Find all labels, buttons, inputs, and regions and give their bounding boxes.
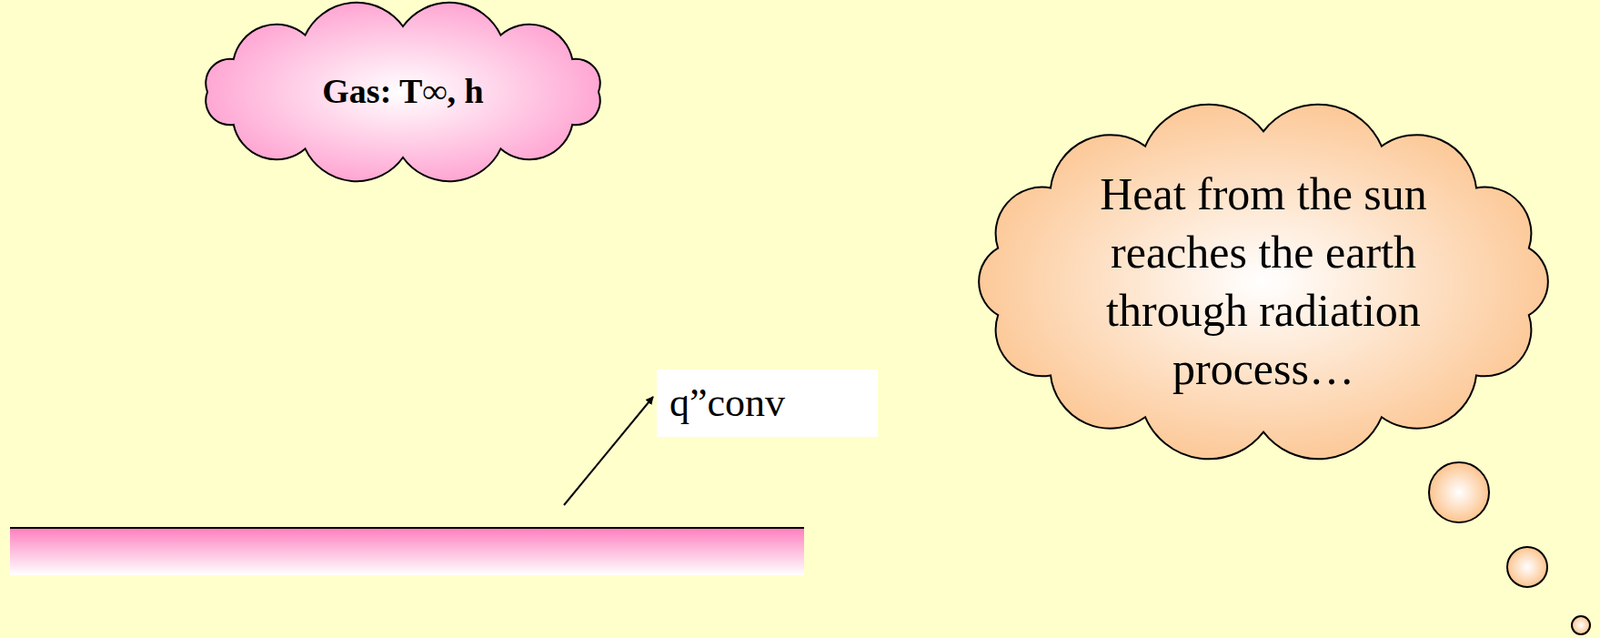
thought-bubble	[1571, 615, 1590, 634]
thought-bubble	[1428, 462, 1490, 523]
node-text: q”conv	[669, 379, 785, 428]
cloud-outline	[205, 2, 601, 182]
thought-bubble	[1507, 546, 1548, 587]
cloud-outline	[978, 104, 1549, 460]
node-text: Heat from the sun reaches the earth thro…	[1072, 164, 1455, 398]
thought-cloud: Heat from the sun reaches the earth thro…	[946, 93, 1580, 470]
plate-edge	[10, 526, 805, 529]
gas-cloud: Gas: T∞, h	[175, 10, 631, 174]
node-text: Gas: T∞, h	[248, 70, 558, 113]
plate	[10, 527, 805, 575]
cloud-shape	[946, 93, 1580, 470]
flux-arrow	[563, 396, 654, 505]
flux-label-box: q”conv	[656, 369, 878, 437]
